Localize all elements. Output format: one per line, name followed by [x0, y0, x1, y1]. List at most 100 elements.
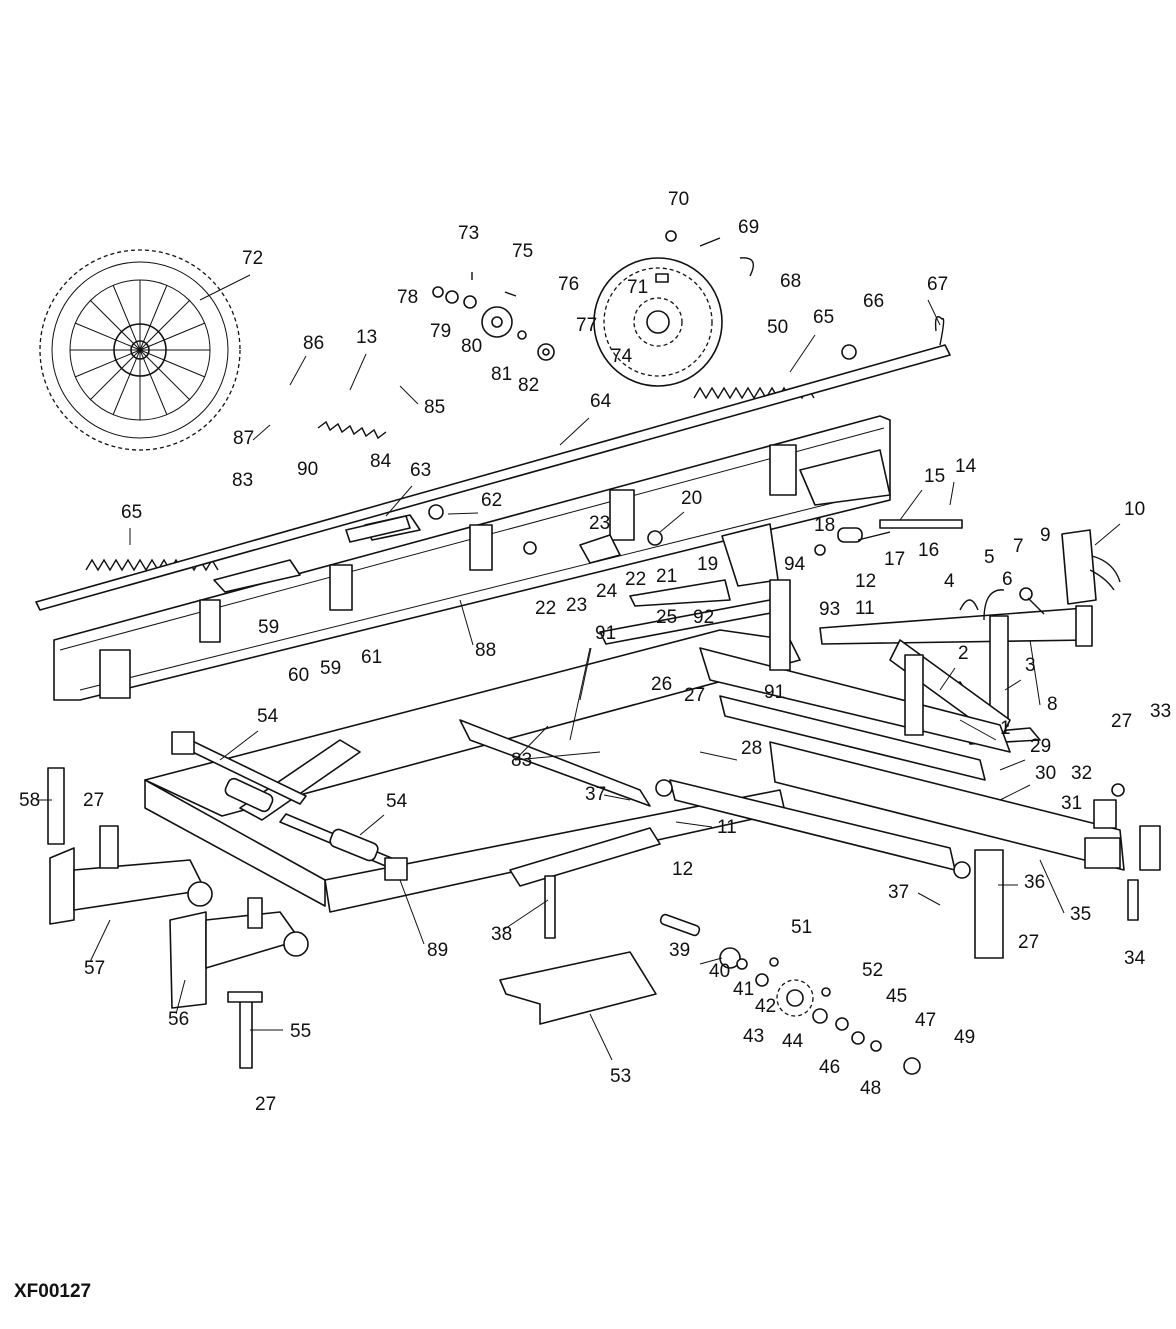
callout-16: 16 — [918, 540, 939, 561]
callout-27: 27 — [1018, 932, 1039, 953]
callout-47: 47 — [915, 1010, 936, 1031]
callout-66: 66 — [863, 291, 884, 312]
callout-83: 83 — [232, 470, 253, 491]
tie-rods-drawing — [171, 731, 408, 881]
callout-33: 33 — [1150, 701, 1171, 722]
callout-11: 11 — [855, 598, 875, 619]
callout-37: 37 — [888, 882, 909, 903]
callout-36: 36 — [1024, 872, 1045, 893]
callout-20: 20 — [681, 488, 702, 509]
callout-65: 65 — [121, 502, 142, 523]
callout-54: 54 — [386, 791, 408, 812]
callout-11: 11 — [717, 817, 737, 838]
callout-8: 8 — [1047, 694, 1058, 715]
callout-56: 56 — [168, 1009, 189, 1030]
upper-frame-drawing — [53, 415, 891, 701]
callout-39: 39 — [669, 940, 690, 961]
callout-81: 81 — [491, 364, 512, 385]
callout-26: 26 — [651, 674, 672, 695]
callout-4: 4 — [944, 571, 955, 592]
callout-69: 69 — [738, 217, 759, 238]
callout-27: 27 — [83, 790, 104, 811]
callout-51: 51 — [791, 917, 812, 938]
callout-62: 62 — [481, 490, 502, 511]
callout-77: 77 — [576, 315, 597, 336]
callout-87: 87 — [233, 428, 254, 449]
callout-57: 57 — [84, 958, 105, 979]
callout-10: 10 — [1124, 499, 1145, 520]
callout-85: 85 — [424, 397, 445, 418]
callout-61: 61 — [361, 647, 382, 668]
rake-wheel-drawing — [39, 249, 241, 451]
callout-27: 27 — [684, 685, 705, 706]
callout-23: 23 — [566, 595, 587, 616]
callout-83: 83 — [511, 750, 532, 771]
callout-40: 40 — [709, 961, 730, 982]
callout-82: 82 — [518, 375, 539, 396]
callout-49: 49 — [954, 1027, 975, 1048]
callout-48: 48 — [860, 1078, 881, 1099]
callout-21: 21 — [656, 566, 677, 587]
callout-12: 12 — [672, 859, 693, 880]
callout-59: 59 — [258, 617, 279, 638]
callout-88: 88 — [475, 640, 496, 661]
callout-86: 86 — [303, 333, 324, 354]
callout-80: 80 — [461, 336, 482, 357]
callout-34: 34 — [1124, 948, 1146, 969]
callout-42: 42 — [755, 996, 776, 1017]
callout-60: 60 — [288, 665, 309, 686]
callout-72: 72 — [242, 248, 263, 269]
callout-1: 1 — [1000, 718, 1011, 739]
disc-wheel-drawing — [593, 230, 754, 387]
callout-17: 17 — [884, 549, 905, 570]
callout-65: 65 — [813, 307, 834, 328]
callout-43: 43 — [743, 1026, 764, 1047]
callout-59: 59 — [320, 658, 341, 679]
callout-5: 5 — [984, 547, 995, 568]
callout-24: 24 — [596, 581, 618, 602]
callout-75: 75 — [512, 241, 533, 262]
callout-53: 53 — [610, 1066, 631, 1087]
callout-67: 67 — [927, 274, 948, 295]
callout-76: 76 — [558, 274, 579, 295]
callout-64: 64 — [590, 391, 612, 412]
callout-50: 50 — [767, 317, 788, 338]
callout-84: 84 — [370, 451, 392, 472]
callout-14: 14 — [955, 456, 977, 477]
callout-90: 90 — [297, 459, 318, 480]
small-parts-drawing — [499, 913, 921, 1075]
callout-22: 22 — [625, 569, 646, 590]
leader-lines — [36, 274, 1121, 1061]
callout-3: 3 — [1025, 655, 1036, 676]
callout-27: 27 — [1111, 711, 1132, 732]
callout-25: 25 — [656, 607, 677, 628]
callout-18: 18 — [814, 515, 835, 536]
callout-7: 7 — [1013, 536, 1024, 557]
callout-92: 92 — [693, 607, 714, 628]
callout-23: 23 — [589, 513, 610, 534]
callout-52: 52 — [862, 960, 883, 981]
callout-89: 89 — [427, 940, 448, 961]
hitch-drawing — [814, 519, 1121, 745]
callout-78: 78 — [397, 287, 418, 308]
callout-35: 35 — [1070, 904, 1091, 925]
callout-58: 58 — [19, 790, 40, 811]
callout-19: 19 — [697, 554, 718, 575]
callout-9: 9 — [1040, 525, 1051, 546]
callout-91: 91 — [595, 623, 616, 644]
callout-22: 22 — [535, 598, 556, 619]
callout-68: 68 — [780, 271, 801, 292]
callout-2: 2 — [958, 643, 969, 664]
callout-12: 12 — [855, 571, 876, 592]
callout-94: 94 — [784, 554, 806, 575]
callout-63: 63 — [410, 460, 431, 481]
hub-parts-drawing — [432, 272, 555, 361]
callout-6: 6 — [1002, 569, 1013, 590]
callout-45: 45 — [886, 986, 907, 1007]
callout-93: 93 — [819, 599, 840, 620]
callout-46: 46 — [819, 1057, 840, 1078]
callout-71: 71 — [627, 277, 648, 298]
long-shaft-drawing — [35, 316, 951, 611]
